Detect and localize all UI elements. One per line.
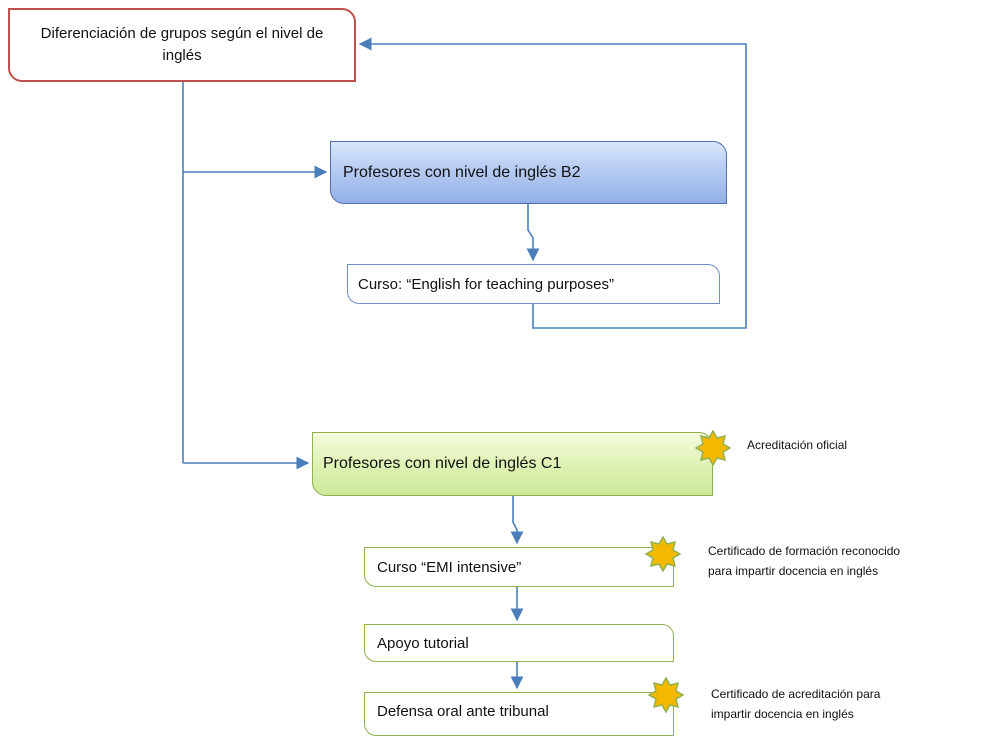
node-emi-course: Curso “EMI intensive” [364,547,674,587]
node-teachers-b2-label: Profesores con nivel de inglés B2 [343,163,581,181]
node-emi-course-label: Curso “EMI intensive” [377,558,522,576]
connector-loop-back [358,37,747,329]
node-english-course-label: Curso: “English for teaching purposes” [358,275,614,293]
node-teachers-c1-label: Profesores con nivel de inglés C1 [323,455,562,472]
node-tutorial-support: Apoyo tutorial [364,624,674,662]
starburst-badge-icon [645,536,681,572]
node-group-differentiation-label: Diferenciación de grupos según el nivel … [40,25,324,64]
annotation-accreditation-certificate: Certificado de acreditación para imparti… [711,684,880,724]
annotation-accreditation-line2: impartir docencia en inglés [711,707,854,721]
node-english-course: Curso: “English for teaching purposes” [347,264,720,304]
annotation-training-certificate: Certificado de formación reconocido para… [708,541,900,581]
annotation-training-line2: para impartir docencia en inglés [708,564,879,578]
annotation-official-accreditation: Acreditación oficial [747,435,847,455]
node-teachers-b2: Profesores con nivel de inglés B2 [330,141,727,204]
starburst-badge-icon [648,677,684,713]
connector-c1-to-emi [510,496,524,545]
annotation-official-text: Acreditación oficial [747,438,848,452]
connector-b2-to-course [526,204,540,262]
starburst-badge-icon [695,430,731,466]
annotation-accreditation-line1: Certificado de acreditación para [711,687,881,701]
node-oral-defense: Defensa oral ante tribunal [364,692,674,736]
node-oral-defense-label: Defensa oral ante tribunal [377,703,549,720]
node-group-differentiation: Diferenciación de grupos según el nivel … [8,8,356,82]
node-teachers-c1: Profesores con nivel de inglés C1 [312,432,713,496]
annotation-training-line1: Certificado de formación reconocido [708,544,901,558]
node-tutorial-support-label: Apoyo tutorial [377,634,469,652]
